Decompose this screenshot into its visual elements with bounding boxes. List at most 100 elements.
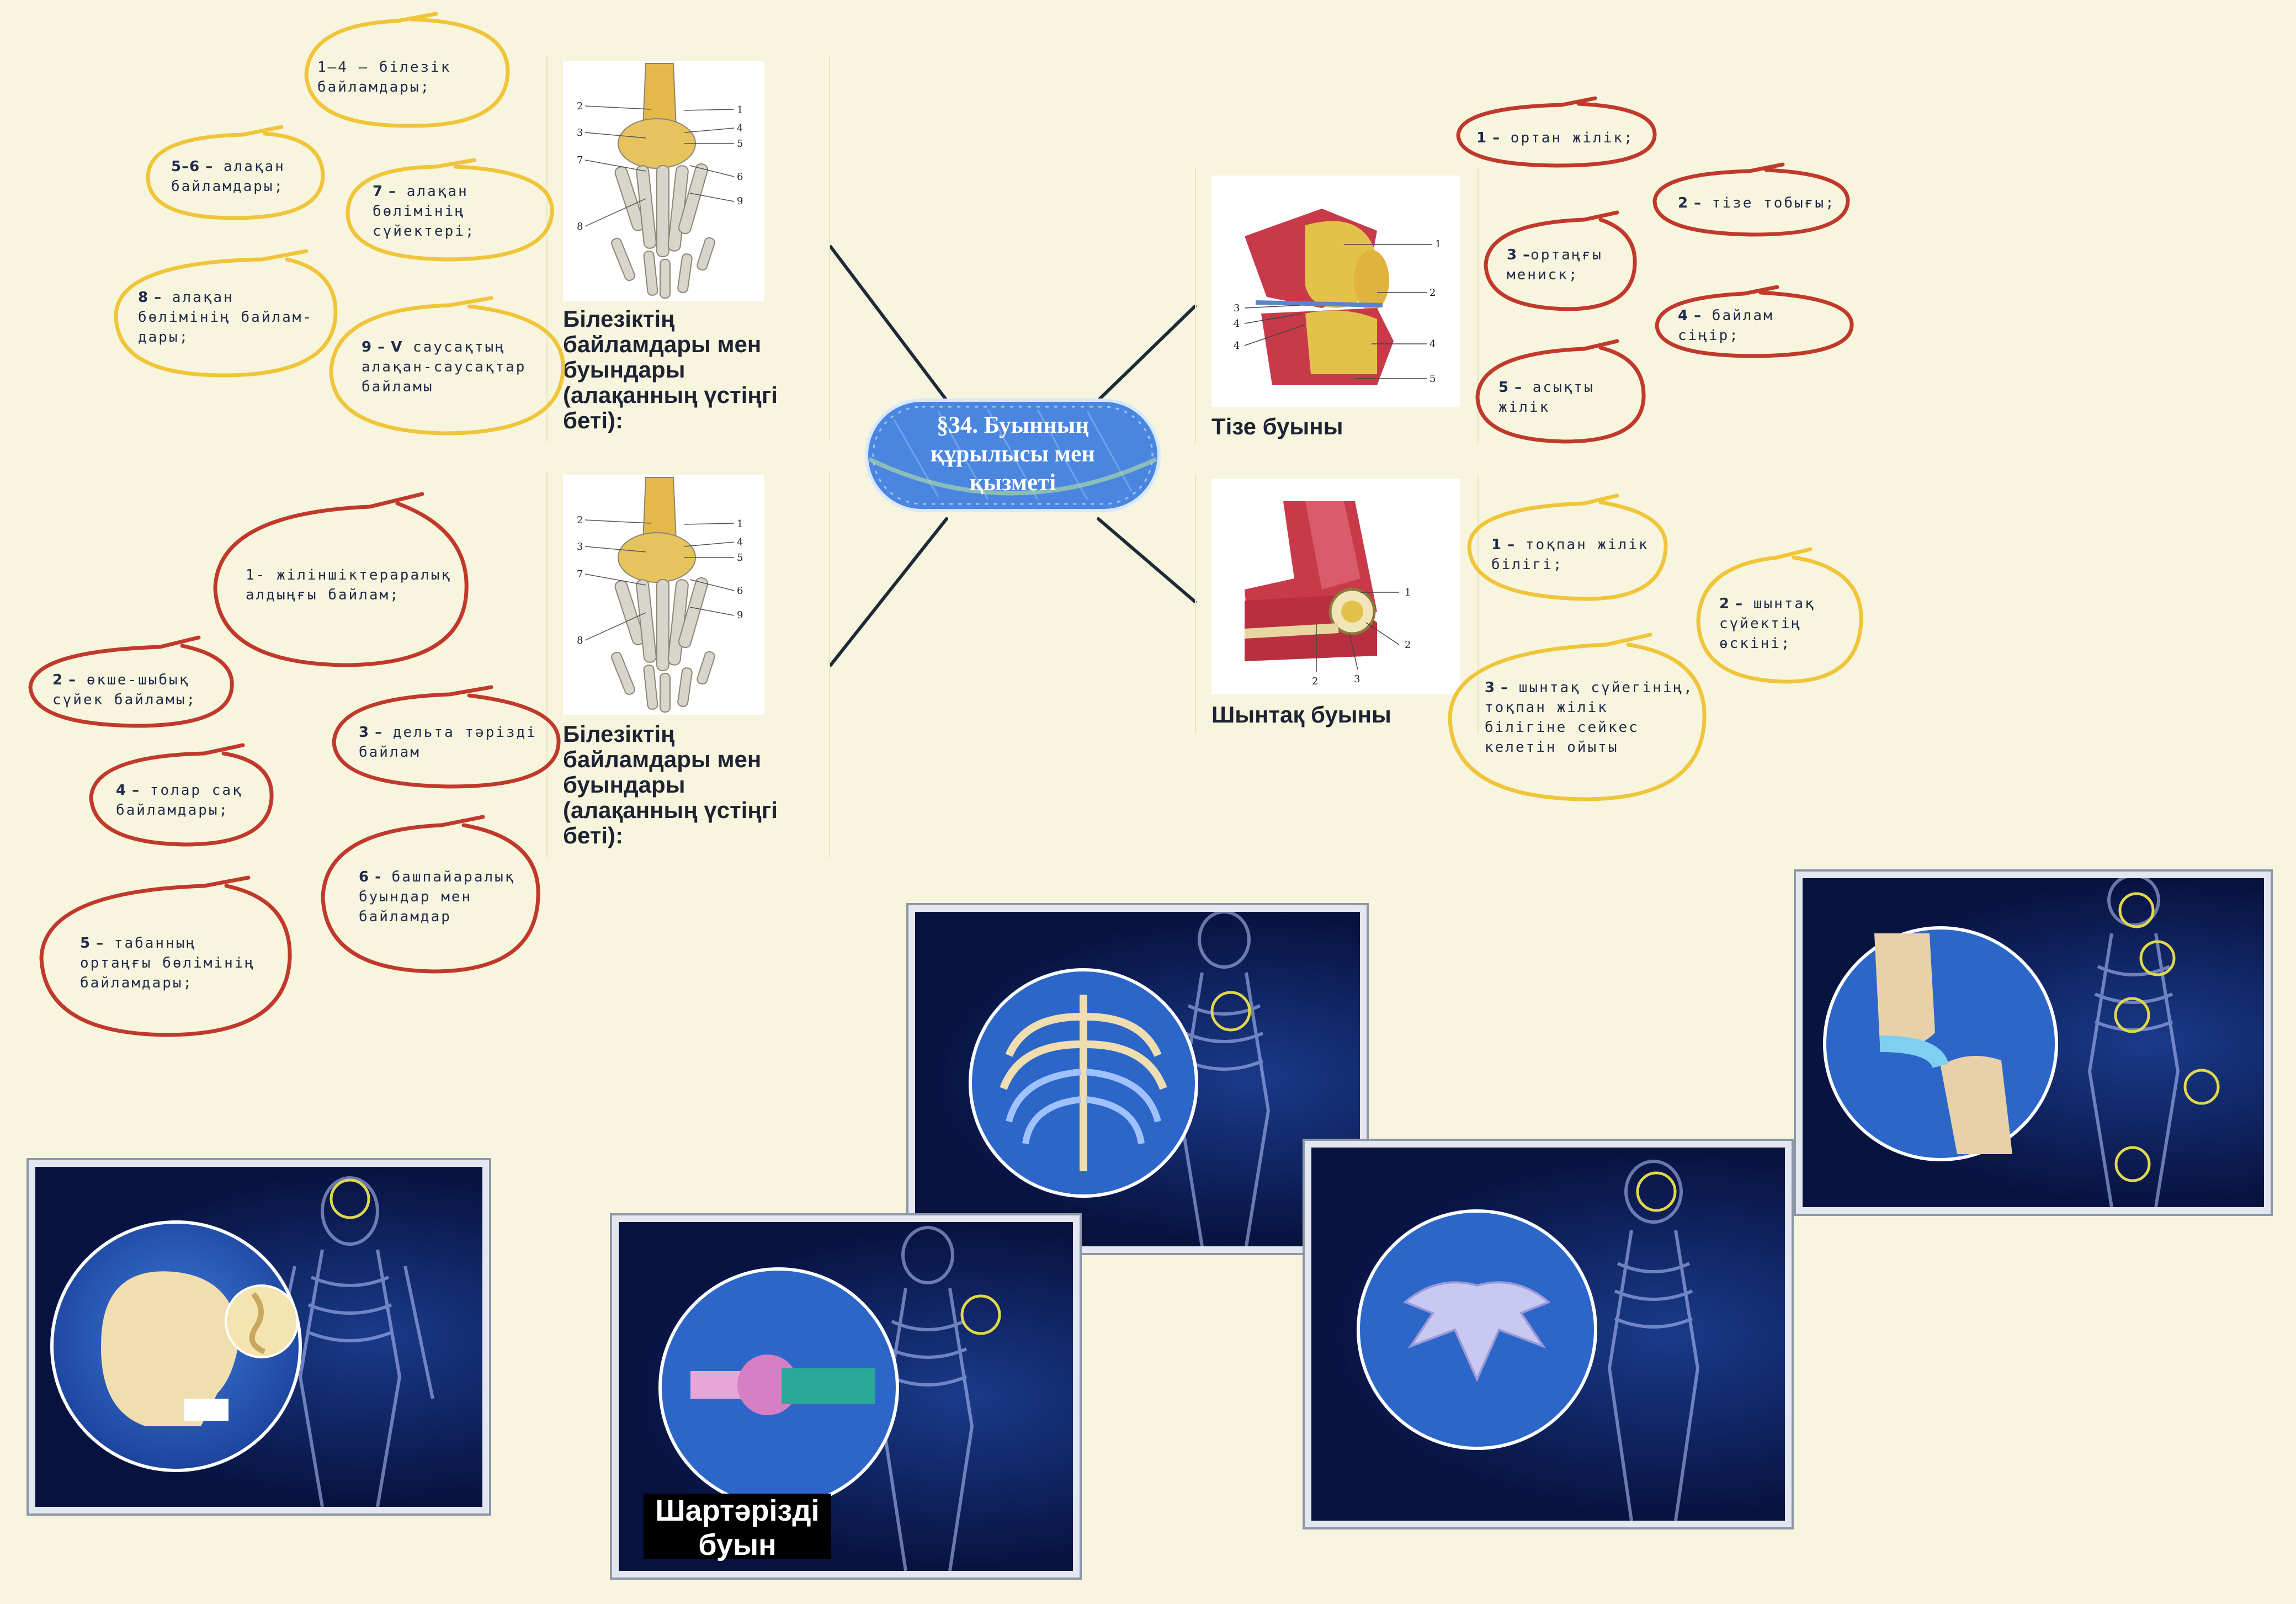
knee-label-1: 1 xyxy=(1435,238,1441,250)
knee-figure: 1 2 3 4 4 4 5 xyxy=(1211,176,1460,407)
frame-ribcage xyxy=(906,903,1369,1255)
hand-label-9: 9 xyxy=(737,195,743,207)
hand-label-6: 6 xyxy=(737,171,743,183)
bubble-f2: 2 – өкше-шыбық сүйек байламы; xyxy=(52,672,197,708)
bubble-k5-text: асықты жілік xyxy=(1498,379,1595,416)
knee-label-3: 3 xyxy=(1234,302,1240,314)
bubble-f2-text: өкше-шыбық сүйек байламы; xyxy=(52,672,197,708)
bubble-outline-e3 xyxy=(1448,633,1707,801)
vertebra-scene xyxy=(1357,1160,1700,1521)
bubble-e3: 3 – шынтақ сүйегінің, тоқпан жілік біліг… xyxy=(1485,679,1694,756)
bubble-f4-text: толар сақ байламдары; xyxy=(116,782,243,819)
bubble-e2: 2 – шынтақ сүйектің өскіні; xyxy=(1719,596,1815,652)
frame-vertebra xyxy=(1303,1139,1794,1529)
elbow-label-1: 1 xyxy=(1405,587,1411,598)
bubble-w2: 5–6 – алақан байламдары; xyxy=(171,158,285,195)
hand-label-8: 8 xyxy=(577,635,583,646)
bubble-f5: 5 – табанның ортаңғы бөлімінің байламдар… xyxy=(80,935,256,991)
hub-knee xyxy=(1195,168,1479,444)
bubble-f3-text: дельта тәрізді байлам xyxy=(359,724,537,761)
bubble-f5-text: табанның ортаңғы бөлімінің байламдары; xyxy=(80,935,256,991)
bubble-outline-k1 xyxy=(1456,96,1657,168)
knee-label-4b: 4 xyxy=(1234,340,1240,352)
bubble-k4-text: байлам сіңір; xyxy=(1678,307,1774,344)
hand-label-3: 3 xyxy=(577,541,583,553)
bubble-e1-text: тоқпан жілік білігі; xyxy=(1491,537,1649,573)
ribcage-scene xyxy=(969,912,1271,1246)
bubble-outline-k5 xyxy=(1475,339,1646,444)
elbow-label-2a: 2 xyxy=(1405,639,1411,651)
bubble-w5: 9 – V саусақтың алақан-саусақтар байламы xyxy=(362,339,527,395)
hand-label-1: 1 xyxy=(737,518,743,530)
knee-label-5: 5 xyxy=(1429,373,1436,385)
bubble-outline-w2 xyxy=(146,125,325,220)
hub-wrist-bottom xyxy=(546,472,830,858)
hand-label-4: 4 xyxy=(737,537,743,548)
ball-joint-label: Шартәрізді буын xyxy=(644,1494,831,1561)
hand-illustration: 2 1 3 4 5 7 6 9 8 xyxy=(577,477,743,713)
elbow-label-2b: 2 xyxy=(1312,676,1318,687)
hand-label-8: 8 xyxy=(577,221,583,232)
knee-label-4a: 4 xyxy=(1234,318,1240,330)
bubble-w4-text: алақан бөлімінің байлам-дары; xyxy=(138,289,313,346)
hand-figure-bottom: 2 1 3 4 5 7 6 9 8 xyxy=(563,475,764,715)
hand-label-2: 2 xyxy=(577,100,583,112)
hub-wrist-top-caption: Білезіктің байламдары мен буындары (алақ… xyxy=(563,306,778,433)
bubble-outline-f5 xyxy=(39,875,292,1037)
hub-wrist-bottom-caption: Білезіктің байламдары мен буындары (алақ… xyxy=(563,721,778,848)
bubble-w2-text: алақан байламдары; xyxy=(171,158,285,195)
bubble-outline-e2 xyxy=(1696,547,1863,684)
elbow-illustration: 1 2 2 3 xyxy=(1244,501,1411,687)
hand-label-5: 5 xyxy=(737,138,743,150)
bubble-f4: 4 – толар сақ байламдары; xyxy=(116,782,243,819)
bubble-w3-text: алақан бөлімінің сүйектері; xyxy=(373,183,476,240)
bubble-outline-f1 xyxy=(213,492,469,667)
knee-joint-scene xyxy=(1823,878,2220,1207)
bubble-e2-text: шынтақ сүйектің өскіні; xyxy=(1719,596,1815,652)
knee-label-4c: 4 xyxy=(1429,338,1436,350)
bubble-w5-text: саусақтың алақан-саусақтар байламы xyxy=(362,339,527,395)
elbow-figure: 1 2 2 3 xyxy=(1211,479,1460,694)
bubble-k4: 4 – байлам сіңір; xyxy=(1678,307,1774,344)
center-title: §34. Буынның құрылысы мен қызметі xyxy=(930,412,1096,496)
bubble-f6: 6 - башпайаралық буындар мен байламдар xyxy=(359,869,515,925)
hand-label-5: 5 xyxy=(737,552,743,564)
bubble-f1-text: 1- жіліншіктераралық алдыңғы байлам; xyxy=(246,567,452,603)
bubble-outline-k4 xyxy=(1655,285,1854,358)
bubble-k1: 1 – ортан жілік; xyxy=(1476,130,1634,146)
bubble-k2-text: тізе тобығы; xyxy=(1702,195,1836,211)
hub-elbow xyxy=(1195,475,1479,734)
bubble-outline-e1 xyxy=(1467,493,1668,601)
bubble-outline-f6 xyxy=(321,815,540,974)
bubble-w3: 7 – алақан бөлімінің сүйектері; xyxy=(373,183,476,240)
bubble-outline-k3 xyxy=(1484,210,1637,311)
knee-label-2: 2 xyxy=(1429,287,1436,299)
bubble-w1-text: 1–4 – білезік байламдары; xyxy=(317,59,451,95)
hub-elbow-caption: Шынтақ буыны xyxy=(1211,702,1391,727)
hand-label-1: 1 xyxy=(737,104,743,116)
skull-scene xyxy=(50,1176,434,1507)
bubble-outline-w4 xyxy=(114,249,338,378)
bubble-e3-text: шынтақ сүйегінің, тоқпан жілік білігіне … xyxy=(1485,679,1694,756)
hand-label-4: 4 xyxy=(737,123,743,134)
bubble-k3-text: ортаңғы мениск; xyxy=(1507,247,1603,283)
elbow-label-3: 3 xyxy=(1354,673,1360,685)
bubble-k1-text: ортан жілік; xyxy=(1500,130,1634,146)
hub-knee-caption: Тізе буыны xyxy=(1211,413,1343,439)
bubble-outline-w5 xyxy=(329,296,565,435)
bubble-outline-f3 xyxy=(332,685,561,789)
bubble-outline-f4 xyxy=(89,743,274,847)
bubble-k3: 3 –ортаңғы мениск; xyxy=(1507,247,1603,283)
bubble-outline-w1 xyxy=(304,12,510,128)
bubble-k2: 2 – тізе тобығы; xyxy=(1678,195,1836,211)
bubble-w4: 8 – алақан бөлімінің байлам-дары; xyxy=(138,289,313,346)
hand-label-7: 7 xyxy=(577,569,583,580)
bubble-e1: 1 – тоқпан жілік білігі; xyxy=(1491,537,1649,573)
hand-illustration: 2 1 3 4 5 7 6 9 8 xyxy=(577,63,743,299)
knee-illustration: 1 2 3 4 4 4 5 xyxy=(1234,209,1441,385)
frame-knee-joint xyxy=(1794,869,2273,1216)
frame-skull xyxy=(26,1158,491,1516)
frame-ball-joint: Шартәрізді буын xyxy=(610,1213,1082,1580)
hand-figure-top: 2 1 3 4 5 7 6 9 8 xyxy=(563,61,764,301)
